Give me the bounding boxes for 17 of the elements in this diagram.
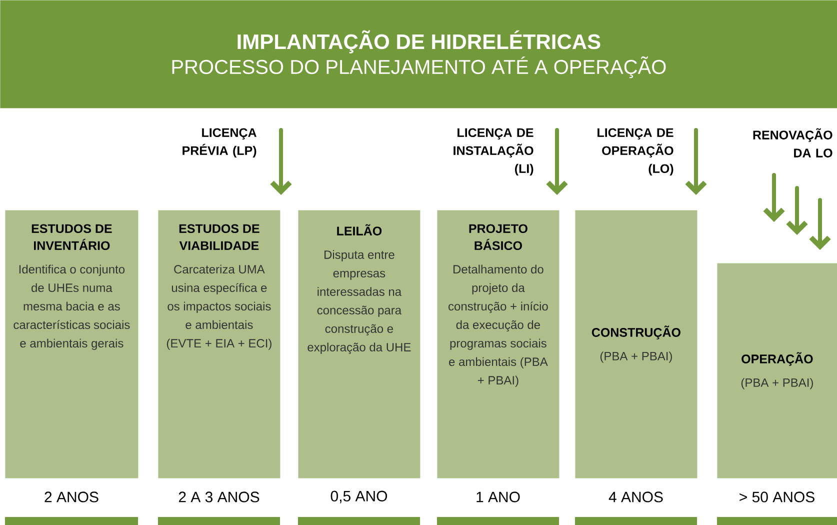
phase-box: ESTUDOS DE VIABILIDADE Carcateriza UMA usina específica e os impactos sociais e ambientais (EVTE + EIA + ECI) <box>158 210 280 478</box>
duration-label: 2 ANOS <box>44 492 98 502</box>
duration-label: 4 ANOS <box>608 492 663 502</box>
title-band: IMPLANTAÇÃO DE HIDRELÉTRICAS PROCESSO DO PLANEJAMENTO ATÉ A OPERAÇÃO <box>0 0 837 108</box>
license-label: LICENÇA DE INSTALAÇÃO (LI) <box>454 128 534 176</box>
phase-box: PROJETO BÁSICO Detalhamento do projeto da construção + início da execução de programas sociais e ambientais (PBA + PBAI) <box>437 210 560 478</box>
duration-label: 2 A 3 ANOS <box>178 492 260 502</box>
duration-label: > 50 ANOS <box>740 492 814 502</box>
duration-label: 0,5 ANO <box>330 490 388 504</box>
duration-label: 1 ANO <box>476 492 520 502</box>
license-label: LICENÇA PRÉVIA (LP) <box>182 128 256 158</box>
phase-box: LEILÃO Disputa entre empresas interessadas na concessão para construção e exploração da UHE <box>298 210 420 478</box>
license-label: LICENÇA DE OPERAÇÃO (LO) <box>598 128 674 176</box>
phase-box: ESTUDOS DE INVENTÁRIO Identifica o conjunto de UHEs numa mesma bacia e as características sociais e ambientais gerais <box>5 210 138 478</box>
phase-box: OPERAÇÃO (PBA + PBAI) <box>717 263 837 478</box>
phase-box: CONSTRUÇÃO (PBA + PBAI) <box>575 210 698 478</box>
license-label: RENOVAÇÃO DA LO <box>753 128 832 158</box>
